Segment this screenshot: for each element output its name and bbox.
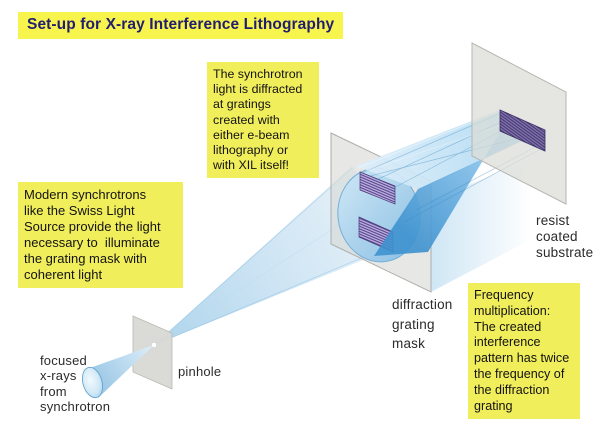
note-modern-synchrotrons: Modern synchrotrons like the Swiss Light… [18,182,183,288]
note-frequency-multiplication: Frequency multiplication: The created in… [468,283,580,420]
page-title: Set-up for X-ray Interference Lithograph… [18,12,344,39]
focused-xray-cone [81,345,154,399]
pinhole-hole [151,342,157,348]
note-synchrotron-diffraction: The synchrotron light is diffracted at g… [207,62,319,179]
label-pinhole: pinhole [178,364,222,379]
label-diffraction-grating-mask: diffraction grating mask [392,297,453,351]
label-resist-coated-substrate: resist coated substrate [536,213,594,260]
label-focused-xrays: focused x-rays from synchrotron [40,353,111,415]
grating-upper [359,171,396,205]
interference-pattern [499,109,546,152]
